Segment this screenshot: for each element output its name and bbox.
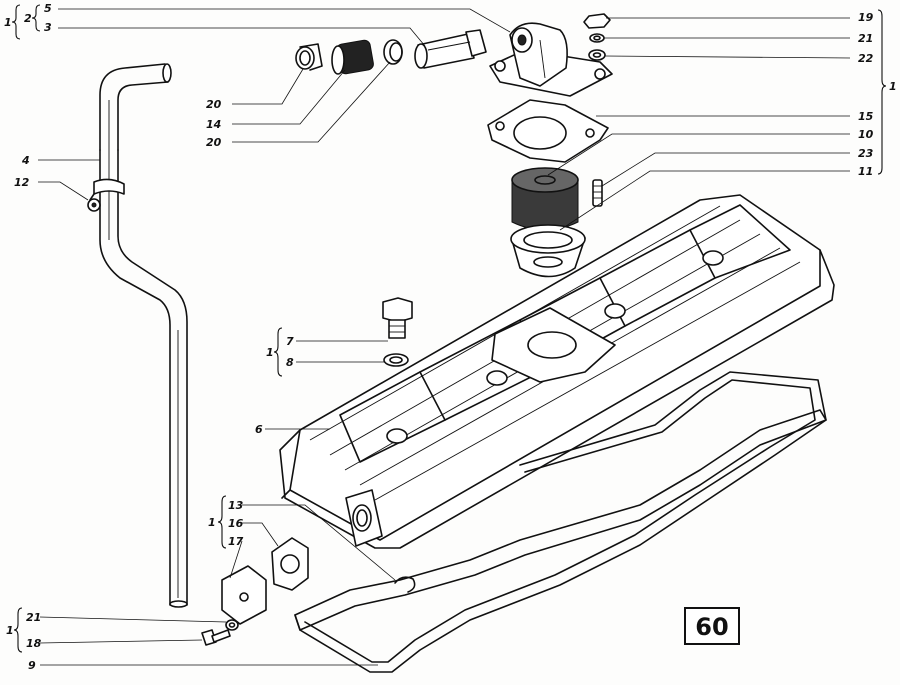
- label-1-bottom: 1: [6, 624, 14, 637]
- label-6: 6: [255, 423, 263, 436]
- braces: [11, 4, 887, 653]
- label-21-top: 21: [858, 32, 873, 45]
- label-10: 10: [858, 128, 874, 141]
- filler-plug: [382, 297, 413, 367]
- label-1-mid: 1: [266, 346, 274, 359]
- label-8: 8: [286, 356, 294, 369]
- breather-pipe: [99, 63, 188, 608]
- small-parts: [201, 537, 416, 646]
- label-11: 11: [858, 165, 873, 178]
- label-17: 17: [228, 535, 244, 548]
- valve-cover: [279, 194, 835, 549]
- elbow-gasket: [487, 99, 609, 163]
- label-18: 18: [26, 637, 42, 650]
- cover-gasket: [294, 371, 827, 673]
- figure-number: 60: [695, 613, 728, 641]
- label-20-a: 20: [206, 98, 222, 111]
- filter-element: [511, 167, 579, 231]
- label-9: 9: [28, 659, 36, 672]
- label-14: 14: [206, 118, 221, 131]
- leader-lines: [38, 8, 851, 666]
- label-5: 5: [44, 2, 52, 15]
- label-1-top: 1: [4, 16, 12, 29]
- label-13: 13: [228, 499, 244, 512]
- figure-number-box: 60: [684, 607, 740, 645]
- breather-elbow: [489, 22, 613, 97]
- label-19: 19: [858, 11, 874, 24]
- label-23: 23: [858, 147, 874, 160]
- label-3: 3: [44, 21, 52, 34]
- label-4: 4: [21, 154, 30, 167]
- nut-and-washers: [583, 13, 611, 61]
- label-2: 2: [24, 12, 32, 25]
- filter-housing: [510, 224, 586, 278]
- label-1-right: 1: [889, 80, 897, 93]
- label-20-b: 20: [206, 136, 222, 149]
- label-1-low: 1: [208, 516, 216, 529]
- retaining-pin: [592, 179, 603, 207]
- label-16: 16: [228, 517, 244, 530]
- callout-labels: 1 2 5 3 19 21 22 1 15 10 23 11 4 12 20 1…: [4, 2, 897, 672]
- label-22: 22: [858, 52, 874, 65]
- label-15: 15: [858, 110, 874, 123]
- pipe-clamp: [87, 178, 125, 212]
- label-12: 12: [14, 176, 30, 189]
- hose-assembly: [295, 29, 487, 75]
- label-21-bottom: 21: [26, 611, 41, 624]
- label-7: 7: [286, 335, 294, 348]
